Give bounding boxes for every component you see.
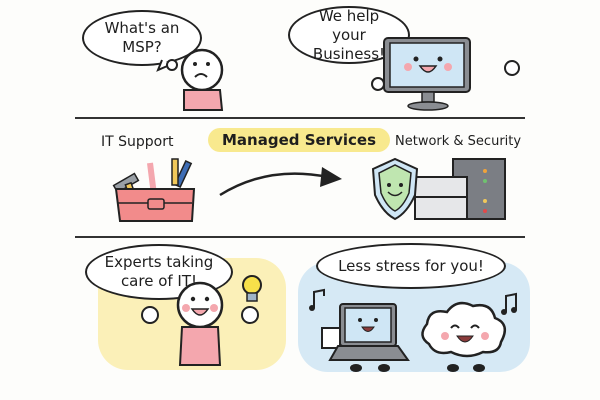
arrow-icon <box>219 167 342 197</box>
happy-laptop-with-coffee-icon <box>321 303 410 372</box>
speech-text: We help your Business! <box>312 6 386 63</box>
speech-text: Experts taking care of IT! <box>104 253 214 290</box>
happy-person-with-lightbulb-icon <box>141 275 262 366</box>
confused-person-icon <box>156 48 224 111</box>
panel-divider-top <box>75 117 525 119</box>
shield-and-servers-icon <box>371 157 506 221</box>
network-security-label: Network & Security <box>395 134 522 149</box>
panel-divider-bottom <box>75 236 525 238</box>
speech-text: Less stress for you! <box>338 256 484 275</box>
speech-bubble-less-stress: Less stress for you! <box>316 243 506 289</box>
it-support-label: IT Support <box>101 134 174 150</box>
happy-monitor-icon <box>371 37 520 111</box>
music-note-icon <box>501 292 517 315</box>
speech-text: What's an MSP? <box>104 19 180 56</box>
speech-bubble-whats-msp: What's an MSP? <box>82 10 202 66</box>
toolbox-icon <box>112 158 196 222</box>
music-note-icon <box>309 288 325 311</box>
happy-cloud-icon <box>421 301 507 372</box>
managed-services-label: Managed Services <box>208 128 391 152</box>
speech-bubble-we-help: We help your Business! <box>288 6 410 64</box>
